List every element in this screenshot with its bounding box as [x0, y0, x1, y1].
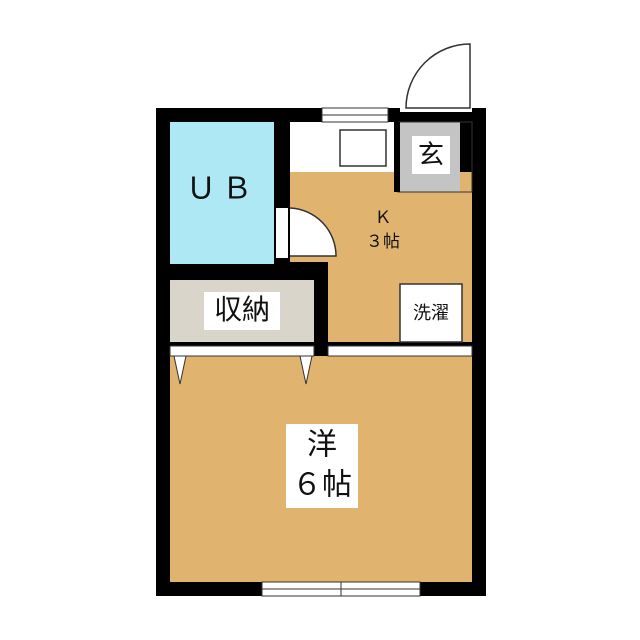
closet-door-marker-right	[299, 355, 313, 385]
hall-doorway	[327, 345, 473, 357]
laundry-label: 洗濯	[413, 303, 449, 324]
entrance-label: 玄	[418, 141, 444, 171]
bath-door-opening	[276, 208, 288, 258]
wall-entrance-left	[394, 122, 400, 192]
western-label-line1: 洋	[307, 428, 337, 463]
laundry-area	[399, 283, 463, 343]
entrance-label-bg	[412, 136, 450, 174]
closet-label-bg	[204, 292, 280, 330]
kitchen-label-line2: ３帖	[366, 232, 400, 252]
bath-label-bg	[182, 170, 262, 210]
entrance-door-swing	[405, 43, 471, 109]
closet-door-marker-left	[173, 355, 187, 385]
western-label-line2: ６帖	[292, 468, 352, 503]
wall-closet-right	[314, 280, 328, 346]
closet-door	[169, 345, 315, 357]
closet-label: 収納	[214, 293, 270, 326]
wall-closet-bottom	[170, 342, 472, 348]
western-label-bg	[286, 424, 358, 508]
wall-bath-bottom	[170, 264, 290, 280]
bath-label: ＵＢ	[186, 172, 258, 207]
sink	[339, 129, 387, 167]
bath-door-swing	[289, 207, 337, 257]
kitchen-label-line1: Ｋ	[375, 208, 392, 228]
